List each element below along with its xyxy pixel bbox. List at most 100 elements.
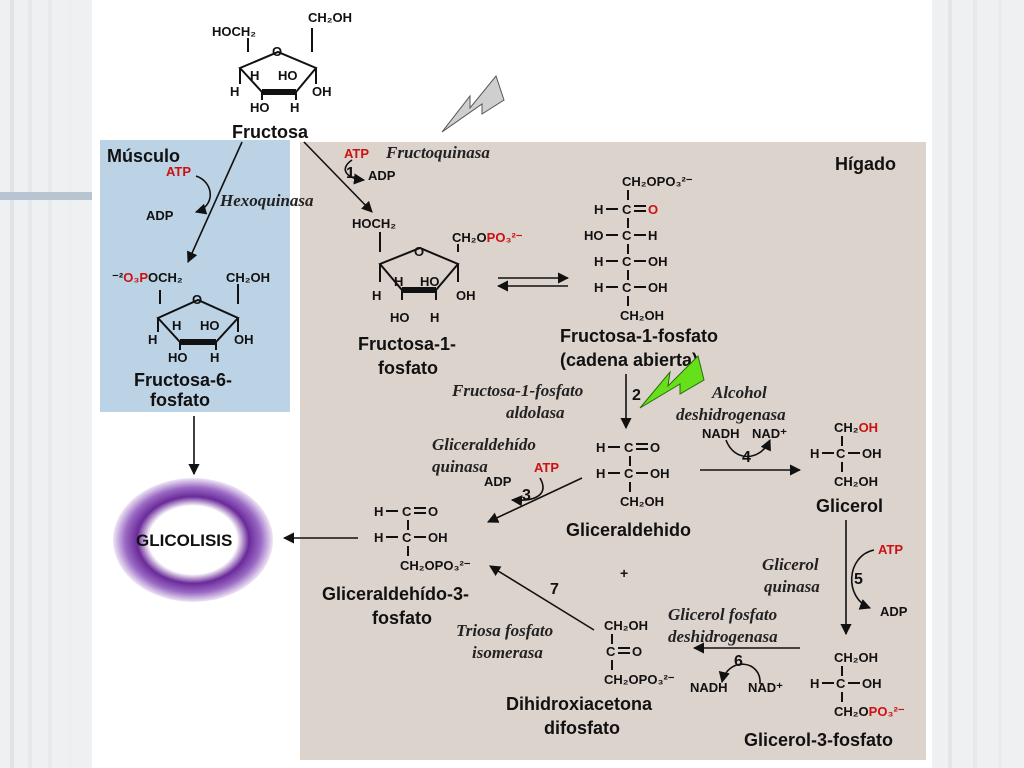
glycerol-k-label-2: quinasa: [764, 577, 820, 596]
dhap-r1: CH₂OH: [604, 618, 648, 633]
f6p-top-right: CH₂OH: [226, 270, 270, 285]
glyceraldehyde-structure: H C O H C OH CH₂OH Gliceraldehido: [566, 440, 691, 540]
gald-r1-c: C: [624, 440, 634, 455]
g3p-r2-c: C: [402, 530, 412, 545]
fructose-name: Fructosa: [232, 122, 309, 142]
step-3-number: 3: [522, 487, 531, 504]
aldolasa-label-1: Fructosa-1-fosfato: [451, 381, 583, 400]
dhap-structure: CH₂OH C O CH₂OPO₃²⁻ Dihidroxiacetona dif…: [506, 618, 675, 738]
f6p-o: O: [192, 292, 202, 307]
fructose-oh-right: OH: [312, 84, 332, 99]
gpdh-label-2: deshidrogenasa: [668, 627, 778, 646]
f1p-open-r5-oh: OH: [648, 280, 668, 295]
fructose-ho: HO: [278, 68, 298, 83]
muscle-atp: ATP: [166, 164, 191, 179]
g3pol-r2-oh: OH: [862, 676, 882, 691]
tpi-label-2: isomerasa: [472, 643, 543, 662]
f1p-oh: OH: [456, 288, 476, 303]
lightning-gray-icon: [441, 74, 505, 133]
liver-title: Hígado: [835, 154, 896, 174]
f6p-h-left: H: [148, 332, 157, 347]
g3p-r2-oh: OH: [428, 530, 448, 545]
f1p-name-1: Fructosa-1-: [358, 334, 456, 354]
f6p-oh: OH: [234, 332, 254, 347]
g3p-name-1: Gliceraldehído-3-: [322, 584, 469, 604]
arrow-step1-cofactor: [344, 159, 366, 185]
f1p-ho-bottom: HO: [390, 310, 410, 325]
f1p-structure: HOCH₂ CH₂OPO₃²⁻ O H HO H OH HO H Fructos…: [352, 216, 523, 378]
g3pol-r2-c: C: [836, 676, 846, 691]
arrow-step3-cofactor: [510, 477, 544, 507]
f1p-open-structure: CH₂OPO₃²⁻ H C O HO C H H C OH H C OH CH₂…: [560, 174, 718, 370]
f6p-ho: HO: [200, 318, 220, 333]
step3-adp: ADP: [484, 474, 512, 489]
f1p-open-name-1: Fructosa-1-fosfato: [560, 326, 718, 346]
muscle-panel: [100, 140, 290, 412]
dhap-name-1: Dihidroxiacetona: [506, 694, 653, 714]
muscle-title: Músculo: [107, 146, 180, 166]
glycerol-structure: CH₂OH H C OH CH₂OH Glicerol: [810, 420, 883, 516]
dhap-name-2: difosfato: [544, 718, 620, 738]
fructose-ho-bottom: HO: [250, 100, 270, 115]
g3p-r1-o: O: [428, 504, 438, 519]
f6p-structure: ⁻²O₃POCH₂ CH₂OH O H HO H OH HO H Fructos…: [112, 270, 270, 410]
arrow-step7: [489, 565, 595, 631]
step-7-number: 7: [550, 581, 559, 598]
aldolasa-label-2: aldolasa: [506, 403, 565, 422]
glyceraldehyde-name: Gliceraldehido: [566, 520, 691, 540]
glycerol-r2-c: C: [836, 446, 846, 461]
f1p-o: O: [414, 244, 424, 259]
g3p-r3: CH₂OPO₃²⁻: [400, 558, 471, 573]
step-4-number: 4: [742, 449, 751, 466]
f1p-hoch2: HOCH₂: [352, 216, 396, 231]
gald-r2-c: C: [624, 466, 634, 481]
fructose-structure: HOCH₂ CH₂OH O H HO H OH HO H Fructosa: [212, 10, 352, 142]
g3pol-r2-h: H: [810, 676, 819, 691]
adh-label-1: Alcohol: [711, 383, 767, 402]
fructose-h1: H: [250, 68, 259, 83]
step6-nad: NAD⁺: [748, 680, 783, 695]
step3-atp: ATP: [534, 460, 559, 475]
dhap-r2-o: O: [632, 644, 642, 659]
f1p-h-bottom: H: [430, 310, 439, 325]
gpdh-label-1: Glicerol fosfato: [668, 605, 777, 624]
f6p-h-bottom: H: [210, 350, 219, 365]
arrow-fructose-to-f1p: [303, 141, 373, 213]
f1p-open-r2-o: O: [648, 202, 658, 217]
gald-r1-o: O: [650, 440, 660, 455]
f1p-open-r3-ho: HO: [584, 228, 604, 243]
dhap-r3: CH₂OPO₃²⁻: [604, 672, 675, 687]
glycolysis-ring: [113, 478, 273, 602]
glycerol-r3: CH₂OH: [834, 474, 878, 489]
g3p-name-2: fosfato: [372, 608, 432, 628]
step4-nadh: NADH: [702, 426, 740, 441]
f1p-open-name-2: (cadena abierta): [560, 350, 698, 370]
plus-sign: +: [620, 565, 628, 581]
f1p-open-r2-c: C: [622, 202, 632, 217]
liver-panel: [300, 142, 926, 760]
g3p-structure: H C O H C OH CH₂OPO₃²⁻ Gliceraldehído-3-…: [322, 504, 471, 628]
fructoquinasa-label: Fructoquinasa: [385, 143, 490, 162]
fructose-ch2oh: CH₂OH: [308, 10, 352, 25]
f1p-open-r1: CH₂OPO₃²⁻: [622, 174, 693, 189]
glycerol-r2-oh: OH: [862, 446, 882, 461]
f1p-open-r5-c: C: [622, 280, 632, 295]
f1p-open-r3-c: C: [622, 228, 632, 243]
glycerol-k-label-1: Glicerol: [762, 555, 819, 574]
f1p-open-r4-h: H: [594, 254, 603, 269]
glyk-label-1: Gliceraldehído: [432, 435, 536, 454]
f6p-name-2: fosfato: [150, 390, 210, 410]
step4-nad: NAD⁺: [752, 426, 787, 441]
step-1-number: 1: [346, 165, 355, 182]
arrow-step6-cofactor: [718, 663, 761, 685]
arrow-fructose-to-f6p: [187, 141, 243, 264]
step1-adp: ADP: [368, 168, 396, 183]
fructose-o: O: [272, 44, 282, 59]
glycerol-r2-h: H: [810, 446, 819, 461]
arrow-step3: [486, 477, 583, 523]
g3p-r1-c: C: [402, 504, 412, 519]
f1p-open-r2-h: H: [594, 202, 603, 217]
dhap-r2-c: C: [606, 644, 616, 659]
